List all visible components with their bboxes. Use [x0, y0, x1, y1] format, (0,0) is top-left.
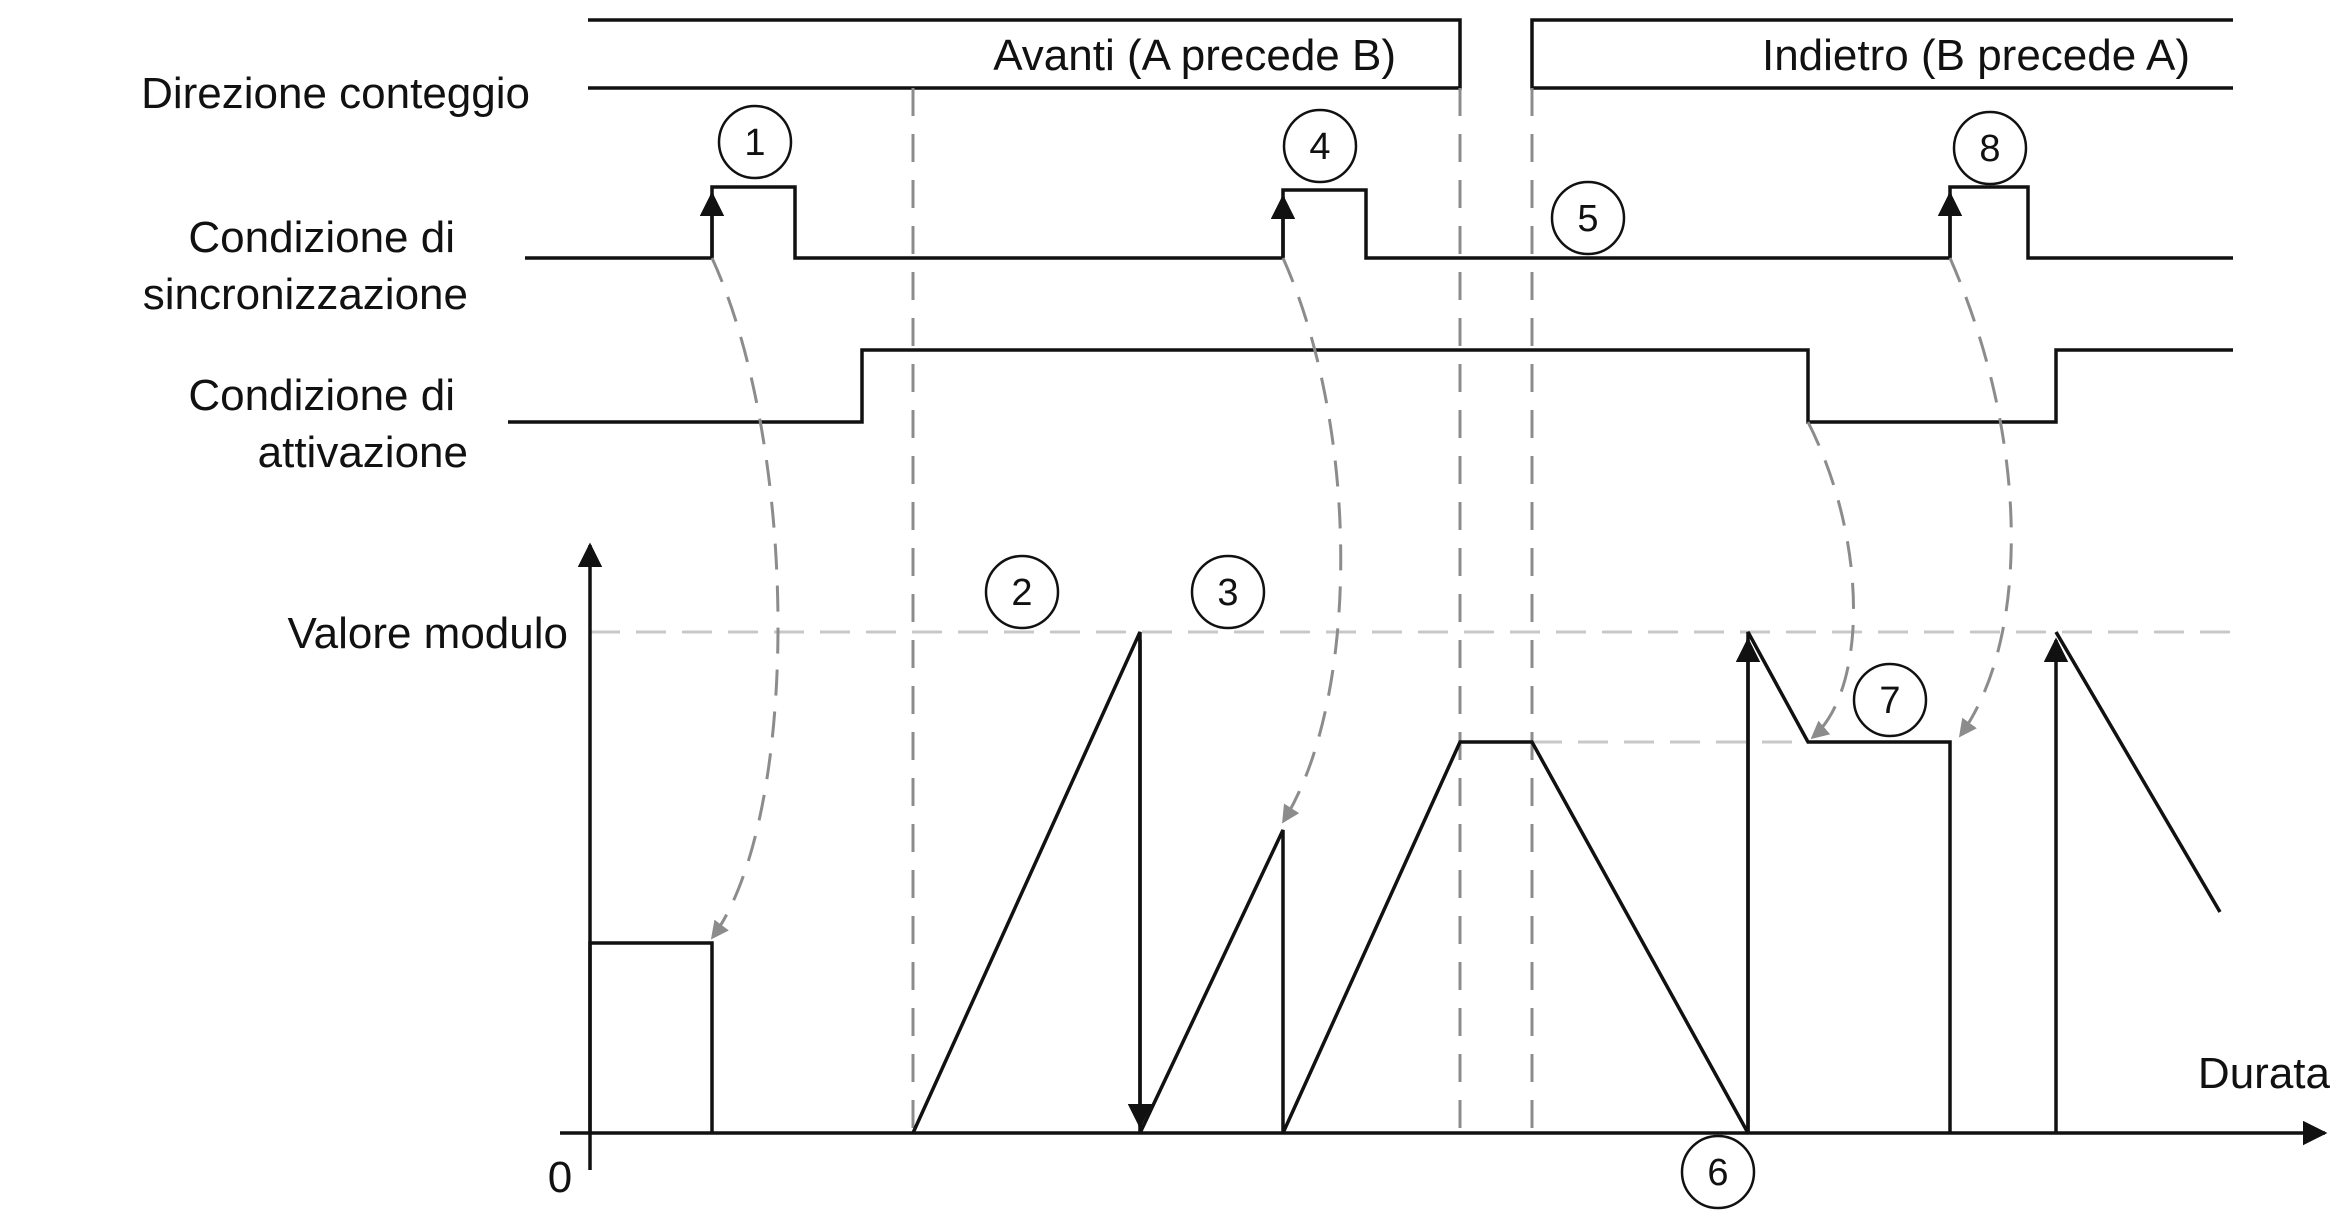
- marker-2: 2: [984, 554, 1060, 630]
- origin-label: 0: [548, 1153, 572, 1202]
- sync-condition-signal: [525, 185, 2233, 260]
- marker-4: 4: [1282, 108, 1358, 184]
- marker-5: 5: [1550, 180, 1626, 256]
- marker-6: 6: [1680, 1134, 1756, 1210]
- direction-backward-text: Indietro (B precede A): [1762, 31, 2190, 80]
- duration-axis-label: Durata: [2198, 1049, 2331, 1098]
- counter-final-decrement: [2054, 631, 2222, 913]
- svg-text:8: 8: [1979, 128, 2000, 170]
- sync-to-hold-arrow-8: [1948, 257, 2013, 738]
- modulo-value-label: Valore modulo: [288, 609, 568, 658]
- svg-text:4: 4: [1309, 126, 1330, 168]
- enable-condition-label-line1: Condizione di: [188, 371, 455, 420]
- svg-text:6: 6: [1707, 1152, 1728, 1194]
- marker-3: 3: [1190, 554, 1266, 630]
- enable-condition-signal: [508, 348, 2233, 424]
- marker-7: 7: [1852, 662, 1928, 738]
- enable-to-hold-arrow-7: [1806, 421, 1855, 740]
- counter-preset-segment: [588, 941, 714, 1133]
- sync-condition-label-line1: Condizione di: [188, 213, 455, 262]
- direction-bus-forward: [588, 18, 1462, 90]
- enable-condition-label-line2: attivazione: [258, 428, 468, 477]
- sync-condition-label-line2: sincronizzazione: [143, 270, 468, 319]
- direction-forward-text: Avanti (A precede B): [993, 31, 1396, 80]
- marker-8: 8: [1952, 110, 2028, 186]
- sync-to-preset-arrow-1: [710, 257, 780, 940]
- svg-text:7: 7: [1879, 680, 1900, 722]
- svg-text:3: 3: [1217, 572, 1238, 614]
- direction-label: Direzione conteggio: [141, 69, 530, 118]
- svg-text:1: 1: [744, 122, 765, 164]
- sync-to-preset-arrow-4: [1281, 257, 1343, 824]
- direction-bus-backward: [1530, 18, 2233, 90]
- marker-1: 1: [717, 104, 793, 180]
- svg-text:2: 2: [1011, 572, 1032, 614]
- counter-value-trace: [911, 631, 1952, 1134]
- svg-text:5: 5: [1577, 198, 1598, 240]
